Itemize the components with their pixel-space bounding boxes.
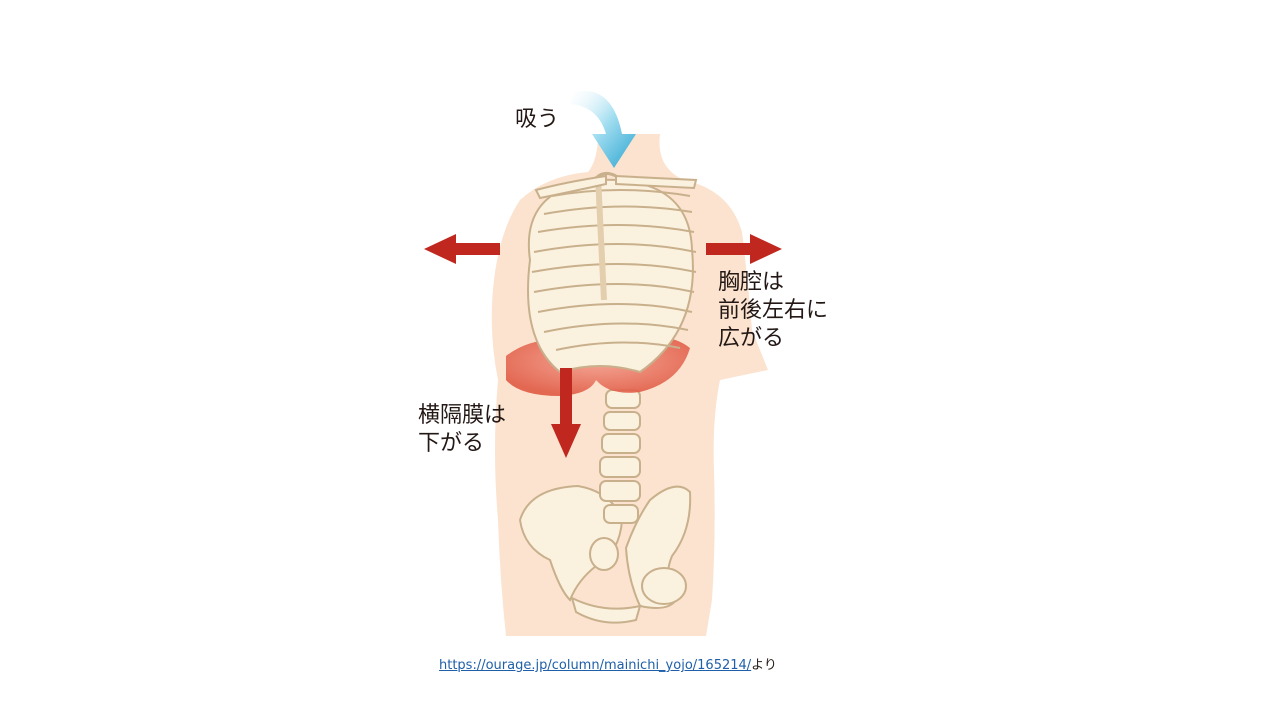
clavicles [534, 174, 698, 200]
arrow-right-icon [706, 234, 782, 264]
diaphragm-label: 横隔膜は 下がる [418, 403, 507, 456]
arrow-left-icon [424, 234, 500, 264]
inhale-label: 吸う [515, 107, 560, 132]
arrow-down-icon [551, 368, 581, 458]
spine [599, 389, 641, 524]
source-link[interactable]: https://ourage.jp/column/mainichi_yojo/1… [439, 658, 752, 673]
rib-cage [527, 171, 697, 374]
source-citation: https://ourage.jp/column/mainichi_yojo/1… [439, 654, 777, 673]
curved-down-arrow-icon [570, 90, 636, 168]
pelvis [518, 484, 692, 624]
chest-cavity-label: 胸腔は 前後左右に 広がる [718, 270, 829, 351]
source-suffix: より [751, 658, 777, 673]
